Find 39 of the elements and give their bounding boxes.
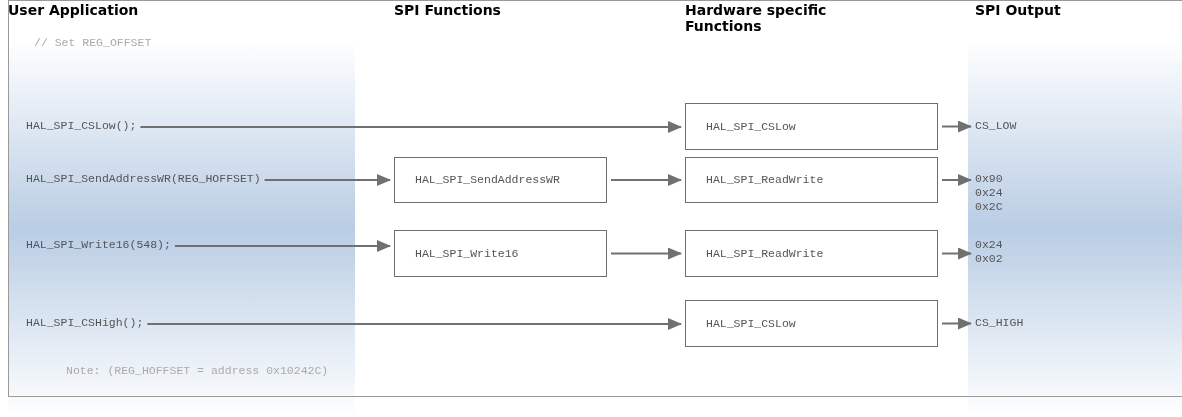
code-text: HAL_SPI_Write16(548); [26, 238, 171, 252]
arrow [610, 174, 682, 186]
function-name: HAL_SPI_ReadWrite [706, 173, 825, 187]
column-heading: Hardware specific Functions [685, 2, 828, 34]
arrow [941, 247, 972, 260]
function-name: HAL_SPI_Write16 [415, 246, 520, 261]
code-text: HAL_SPI_CSHigh(); [26, 316, 144, 330]
function-name: HAL_SPI_SendAddressWR [415, 173, 561, 187]
arrow [173, 240, 391, 252]
code-text: HAL_SPI_CSLow(); [26, 119, 137, 133]
function-box [685, 103, 938, 150]
function-box [685, 157, 938, 203]
code-comment: // Set REG_OFFSET [34, 35, 153, 51]
code-text: HAL_SPI_SendAddressWR(REG_HOFFSET) [26, 172, 261, 186]
arrow [941, 317, 972, 330]
code-text: 0x24 [975, 238, 1003, 252]
arrow [941, 120, 972, 133]
column-heading: SPI Output [975, 2, 1062, 18]
column-heading: SPI Functions [394, 2, 502, 18]
function-box [685, 300, 938, 347]
function-box [394, 157, 607, 203]
code-text: CS_LOW [975, 119, 1017, 133]
arrow [139, 121, 682, 133]
arrow [941, 174, 972, 186]
function-box [394, 230, 607, 277]
code-text: CS_HIGH [975, 316, 1024, 330]
function-name: HAL_SPI_CSLow [706, 316, 797, 331]
code-text: 0x90 [975, 172, 1003, 186]
function-name: HAL_SPI_CSLow [706, 119, 797, 134]
code-text: 0x24 [975, 186, 1003, 200]
arrow [263, 174, 391, 186]
function-name: HAL_SPI_ReadWrite [706, 246, 825, 261]
column-heading: User Application [8, 2, 140, 18]
code-text: 0x2C [975, 200, 1003, 214]
function-box [685, 230, 938, 277]
arrow [610, 247, 682, 260]
note-text: Note: (REG_HOFFSET = address 0x10242C) [66, 363, 330, 379]
code-text: 0x02 [975, 252, 1003, 266]
arrow [146, 318, 682, 330]
